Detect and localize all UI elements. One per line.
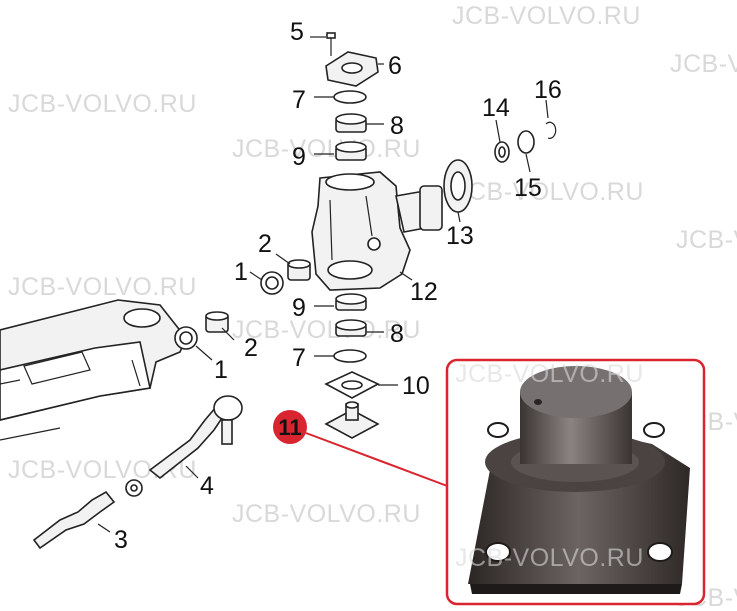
callout-16: 16 — [534, 76, 562, 104]
axle-beam-icon — [0, 299, 187, 441]
tie-rod-icon — [148, 395, 243, 480]
seal-ring-icon — [260, 271, 284, 295]
washer-icon — [494, 141, 510, 163]
callout-6: 6 — [388, 52, 402, 80]
gasket-icon — [324, 371, 380, 399]
bearing-cup-icon — [335, 113, 367, 133]
callout-2: 2 — [258, 230, 272, 258]
o-ring-icon — [333, 90, 367, 104]
callout-1: 1 — [214, 356, 228, 384]
callout-1: 1 — [234, 258, 248, 286]
o-ring-icon — [333, 349, 367, 363]
bushing-icon — [205, 311, 229, 333]
bearing-icon — [335, 293, 367, 311]
watermark: JCB-VOLVO.RU — [455, 544, 644, 572]
tie-rod-stud-icon — [32, 490, 116, 550]
steering-knuckle-housing-icon — [311, 171, 443, 291]
king-pin-icon — [324, 401, 380, 439]
callout-14: 14 — [482, 94, 510, 122]
callout-10: 10 — [402, 372, 430, 400]
callout-8: 8 — [390, 320, 404, 348]
cap-plate-icon — [325, 51, 379, 87]
leader-lines — [97, 36, 549, 533]
highlight-connector — [305, 432, 451, 488]
highlight-badge: 11 — [273, 410, 307, 444]
callout-4: 4 — [200, 472, 214, 500]
callout-12: 12 — [410, 278, 438, 306]
callout-3: 3 — [114, 526, 128, 554]
callout-7: 7 — [292, 344, 306, 372]
bushing-icon — [287, 259, 311, 281]
watermark: JCB-VOLVO.RU — [676, 226, 737, 254]
nut-icon — [125, 479, 143, 497]
watermark: JCB-VOLVO.RU — [232, 135, 421, 163]
callout-7: 7 — [292, 86, 306, 114]
king-pin-photo — [445, 358, 706, 606]
bolt-icon — [326, 32, 336, 56]
watermark: JCB-VOLVO.RU — [455, 178, 644, 206]
callout-13: 13 — [446, 222, 474, 250]
callout-15: 15 — [514, 174, 542, 202]
callout-numbers: 5 6 7 8 9 16 14 15 13 2 1 12 9 8 7 10 2 … — [114, 18, 562, 554]
callout-9: 9 — [292, 294, 306, 322]
hub-bearing-icon — [443, 159, 473, 213]
watermark: JCB-VOLVO.RU — [8, 273, 197, 301]
circlip-icon — [545, 121, 557, 139]
watermark: JCB-VOLVO.RU — [452, 2, 641, 30]
bearing-icon — [335, 141, 367, 161]
seal-ring-icon — [174, 326, 198, 350]
retaining-ring-icon — [517, 130, 535, 154]
watermark: JCB-VOLVO.RU — [455, 360, 644, 388]
callout-8: 8 — [390, 112, 404, 140]
callout-11: 11 — [278, 415, 301, 440]
watermark: JCB-VOLVO.RU — [232, 316, 421, 344]
bearing-cup-icon — [335, 319, 367, 337]
callout-5: 5 — [290, 18, 304, 46]
callout-2: 2 — [244, 334, 258, 362]
callout-9: 9 — [292, 143, 306, 171]
watermark: JCB-VOLVO.RU — [232, 500, 421, 528]
watermark: JCB-VOLVO.RU — [670, 50, 737, 78]
watermark: JCB-VOLVO.RU — [8, 90, 197, 118]
